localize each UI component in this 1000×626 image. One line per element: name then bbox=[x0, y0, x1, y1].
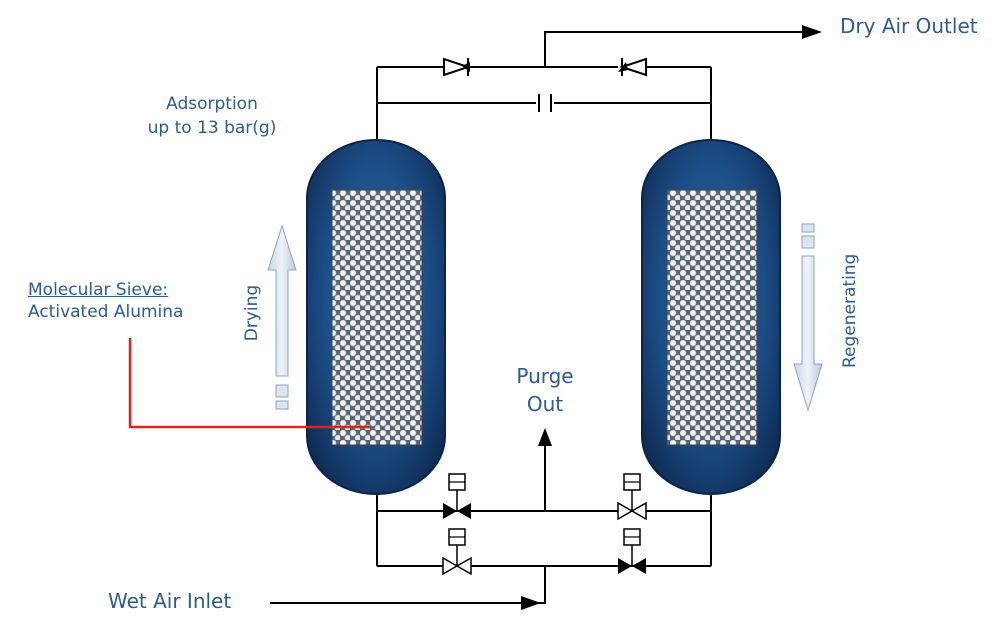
wet-air-inlet-pipe bbox=[270, 566, 546, 604]
activated-alumina-label: Activated Alumina bbox=[28, 302, 184, 322]
purge-arrowhead bbox=[538, 428, 552, 446]
drying-up-arrow-icon bbox=[267, 224, 297, 410]
wet-air-arrowhead bbox=[521, 596, 541, 610]
left-vessel-media bbox=[331, 189, 423, 446]
purge-out-label: Purge Out bbox=[500, 362, 590, 418]
orifice bbox=[536, 94, 554, 112]
valve-lower-right-closed bbox=[618, 528, 646, 574]
media-label: Molecular Sieve: Activated Alumina bbox=[28, 279, 183, 323]
check-valve-left bbox=[443, 57, 472, 77]
dry-air-arrowhead bbox=[802, 25, 822, 39]
right-vessel-media bbox=[666, 189, 758, 446]
molecular-sieve-label: Molecular Sieve: bbox=[28, 280, 169, 300]
valve-upper-left-closed bbox=[443, 473, 471, 519]
purge-line-1: Purge bbox=[516, 364, 574, 388]
purge-line-2: Out bbox=[526, 392, 564, 416]
check-valve-right bbox=[618, 57, 647, 77]
right-vessel bbox=[641, 139, 781, 495]
sieve-pointer-line bbox=[128, 338, 370, 429]
drying-label: Drying bbox=[242, 284, 262, 342]
wet-air-inlet-label: Wet Air Inlet bbox=[108, 589, 232, 613]
regenerating-down-arrow-icon bbox=[793, 223, 823, 412]
adsorption-line-2: up to 13 bar(g) bbox=[147, 118, 277, 138]
valve-lower-left-open bbox=[442, 528, 472, 576]
adsorption-label: Adsorption up to 13 bar(g) bbox=[118, 92, 306, 140]
regenerating-label: Regenerating bbox=[840, 253, 860, 368]
valve-upper-right-open bbox=[617, 473, 647, 521]
dry-air-outlet-label: Dry Air Outlet bbox=[840, 14, 978, 38]
adsorption-line-1: Adsorption bbox=[166, 94, 258, 114]
left-vessel bbox=[306, 139, 446, 495]
dry-air-outlet-pipe bbox=[544, 31, 805, 67]
